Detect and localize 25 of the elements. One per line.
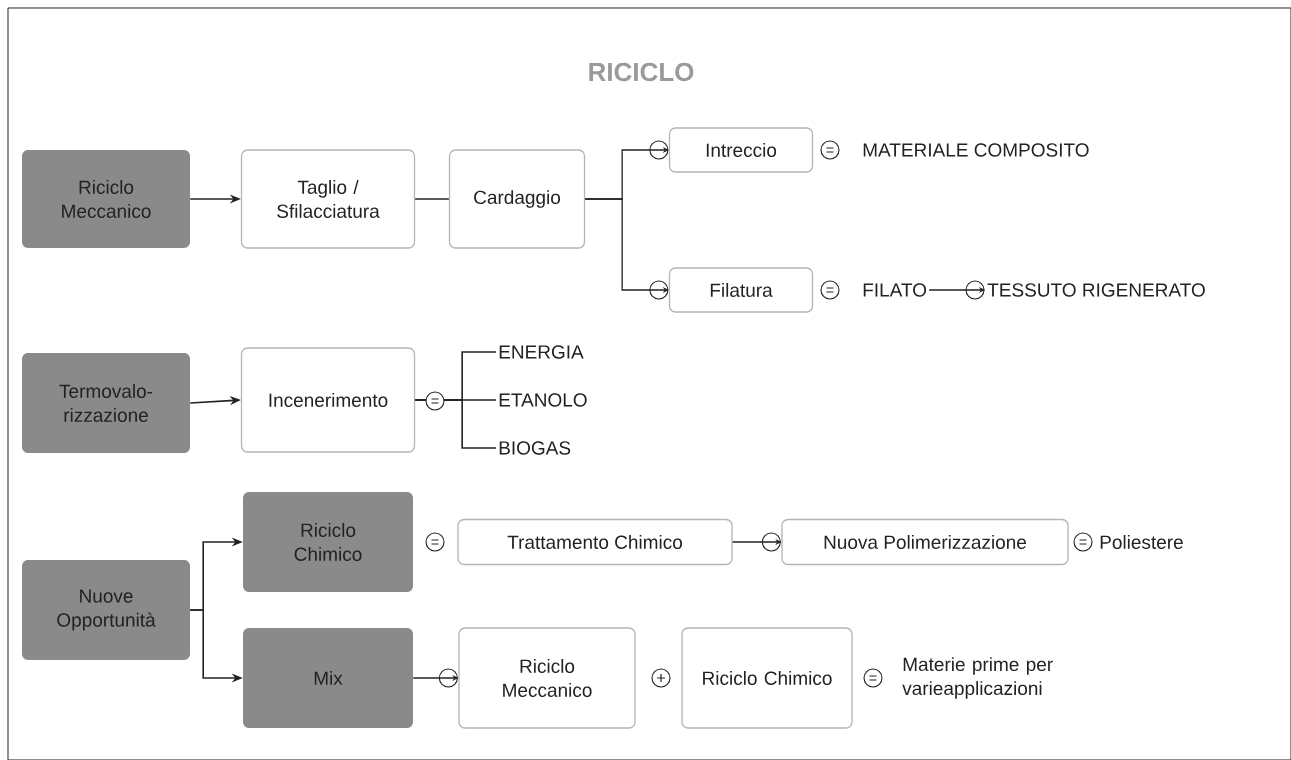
- category-box: Riciclo Meccanico: [22, 150, 190, 248]
- result-text: ETANOLO: [499, 393, 587, 407]
- arrow: [584, 198, 669, 300]
- process-box: Riciclo Meccanico: [458, 627, 636, 729]
- process-box: Incenerimento: [240, 347, 416, 453]
- category-box: Termovalo- rizzazione: [22, 353, 190, 453]
- result-text: FILATO: [863, 283, 927, 297]
- step-box: Nuova Polimerizzazione: [781, 518, 1069, 566]
- arrow: [928, 280, 985, 300]
- step-box: Intreccio: [668, 127, 814, 173]
- result-text: MATERIALE COMPOSITO: [863, 143, 1089, 157]
- step-box: Trattamento Chimico: [457, 518, 733, 566]
- process-box: Cardaggio: [448, 149, 586, 249]
- category-box: Mix: [243, 628, 413, 728]
- process-box: Taglio / Sfilacciatura: [240, 149, 416, 249]
- result-text: BIOGAS: [499, 441, 571, 455]
- category-box: Nuove Opportunità: [22, 560, 190, 660]
- result-text: Materie prime per varieapplicazioni: [902, 657, 1053, 699]
- category-box: Riciclo Chimico: [243, 492, 413, 592]
- process-box: Riciclo Chimico: [681, 627, 853, 729]
- title: RICICLO: [589, 62, 694, 82]
- result-text: Poliestere: [1100, 535, 1183, 549]
- step-box: Filatura: [668, 267, 814, 313]
- result-text: ENERGIA: [499, 345, 584, 359]
- result-text: TESSUTO RIGENERATO: [987, 283, 1205, 297]
